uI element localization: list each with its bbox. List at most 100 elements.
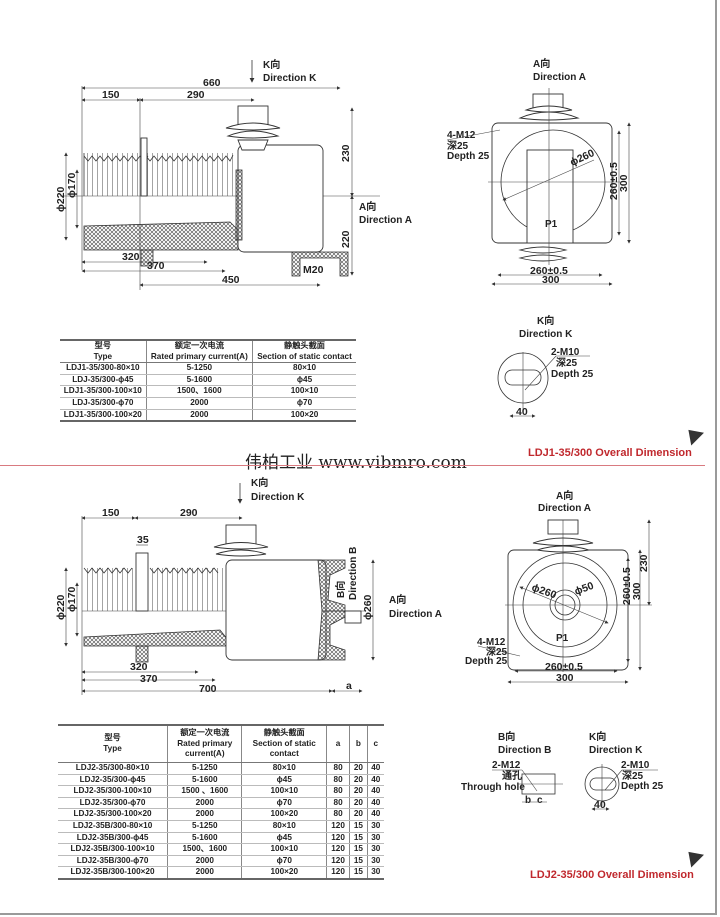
table-cell: 15 [349,866,368,880]
ldj2-side-view: K向 Direction K 150 290 35 B向 Direction B… [55,476,442,695]
table-cell: 40 [366,797,384,810]
table-cell: LDJ2-35/300-ϕ70 [58,797,168,810]
table-cell: 100×20 [241,808,327,821]
table-cell: LDJ1-35/300-100×10 [60,385,147,398]
table-cell: 20 [349,808,368,821]
table-cell: LDJ2-35B/300-80×10 [58,820,168,833]
direction-a-label: Direction A [389,609,442,620]
table-cell: 40 [366,808,384,821]
section-divider [0,465,705,466]
dim-c: c [537,795,543,806]
direction-a-cn-label: A向 [556,489,573,502]
table-cell: 100×20 [241,866,327,880]
direction-k-cn-label: K向 [589,730,606,743]
table-cell: 80 [326,808,350,821]
table-cell: 20 [349,797,368,810]
table-cell: 120 [326,866,350,880]
direction-k-label: Direction K [589,745,643,756]
table-cell: 2000 [145,409,253,423]
dim-290: 290 [180,507,198,519]
table-cell: 80 [326,785,350,798]
table-cell: 30 [366,843,384,856]
hole-spec: 4-M12 [477,637,506,648]
table-cell: 20 [349,762,368,775]
through-hole-cn: 通孔 [502,769,522,782]
col-b: b [349,724,368,763]
depth-label: Depth 25 [465,656,508,667]
direction-a-cn-label: A向 [389,593,406,606]
hole-spec: 2-M12 [492,760,521,771]
col-c: c [366,724,384,763]
table-cell: ϕ45 [241,774,327,787]
dim-v300: 300 [631,582,643,600]
dim-370: 370 [147,260,165,272]
direction-k-cn-label: K向 [537,314,554,327]
table-cell: 2000 [167,855,242,868]
dim-b: b [525,795,531,806]
ldj2-title: LDJ2-35/300 Overall Dimension [530,869,694,881]
table-cell: LDJ-35/300-ϕ70 [60,397,147,410]
table-cell: 120 [326,843,350,856]
dim-phi220: ϕ220 [55,186,67,212]
table-cell: 5-1250 [145,362,253,375]
dim-700: 700 [199,683,217,695]
table-cell: 2000 [167,808,242,821]
dim-300: 300 [542,274,560,286]
table-cell: LDJ1-35/300-80×10 [60,362,147,375]
table-cell: 15 [349,832,368,845]
table-cell: 5-1250 [167,762,242,775]
ldj1-title: LDJ1-35/300 Overall Dimension [528,447,692,459]
table-cell: 15 [349,843,368,856]
depth-cn: 深25 [622,769,644,782]
table-cell: ϕ70 [252,397,356,410]
table-cell: ϕ70 [241,855,327,868]
table-cell: 120 [326,855,350,868]
direction-a-label: Direction A [538,503,591,514]
table-cell: 30 [366,866,384,880]
watermark-text: 伟柏工业 www.vibmro.com [245,453,467,473]
table-cell: 1500、1600 [145,385,253,398]
direction-k-label: Direction K [263,73,317,84]
table-cell: 30 [366,820,384,833]
direction-b-cn-label: B向 [334,581,347,598]
ldj1-k-view: K向 Direction K 2-M10 深25 Depth 25 40 [497,314,594,418]
table-cell: 2000 [145,397,253,410]
depth-label: Depth 25 [621,781,664,792]
dim-v300: 300 [618,174,630,192]
table-cell: LDJ2-35/300-80×10 [58,762,168,775]
table-cell: 80 [326,797,350,810]
direction-k-cn-label: K向 [251,476,268,489]
table-cell: LDJ2-35B/300-ϕ45 [58,832,168,845]
depth-cn: 深25 [556,356,578,369]
dim-450: 450 [222,274,240,286]
table-cell: 1500、1600 [167,843,242,856]
table-cell: 5-1600 [145,374,253,387]
table-cell: 5-1600 [167,832,242,845]
dim-370: 370 [140,673,158,685]
dim-320: 320 [122,251,140,263]
table-cell: 20 [349,774,368,787]
table-cell: 80×10 [252,362,356,375]
dim-phi260: ϕ260 [362,594,374,620]
dim-v260: 260±0.5 [608,162,620,200]
dim-35: 35 [137,534,149,546]
table-cell: 40 [366,785,384,798]
dim-260: 260±0.5 [530,265,568,277]
table-cell: LDJ2-35B/300-ϕ70 [58,855,168,868]
dim-150: 150 [102,89,120,101]
